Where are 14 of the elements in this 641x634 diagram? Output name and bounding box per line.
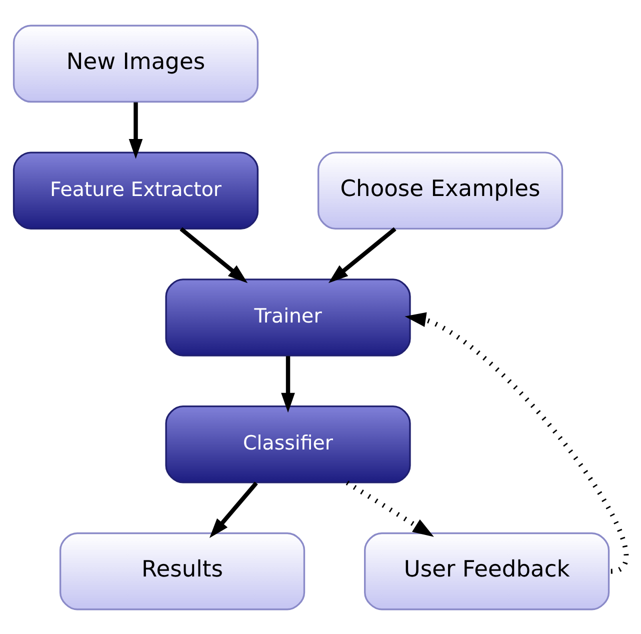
node-box: New Images bbox=[12, 24, 259, 102]
node-box: Feature Extractor bbox=[12, 151, 259, 230]
arrow bbox=[346, 480, 434, 536]
arrow bbox=[404, 312, 628, 574]
node-box: Classifier bbox=[165, 404, 411, 483]
node-box: Trainer bbox=[165, 278, 411, 356]
node-box: Results bbox=[59, 532, 306, 610]
node-box: User Feedback bbox=[364, 532, 610, 610]
arrow bbox=[209, 481, 258, 538]
node-box: Choose Examples bbox=[318, 151, 564, 230]
arrow bbox=[328, 226, 396, 283]
arrow bbox=[281, 356, 295, 412]
arrow bbox=[128, 102, 143, 158]
arrow bbox=[180, 226, 248, 283]
